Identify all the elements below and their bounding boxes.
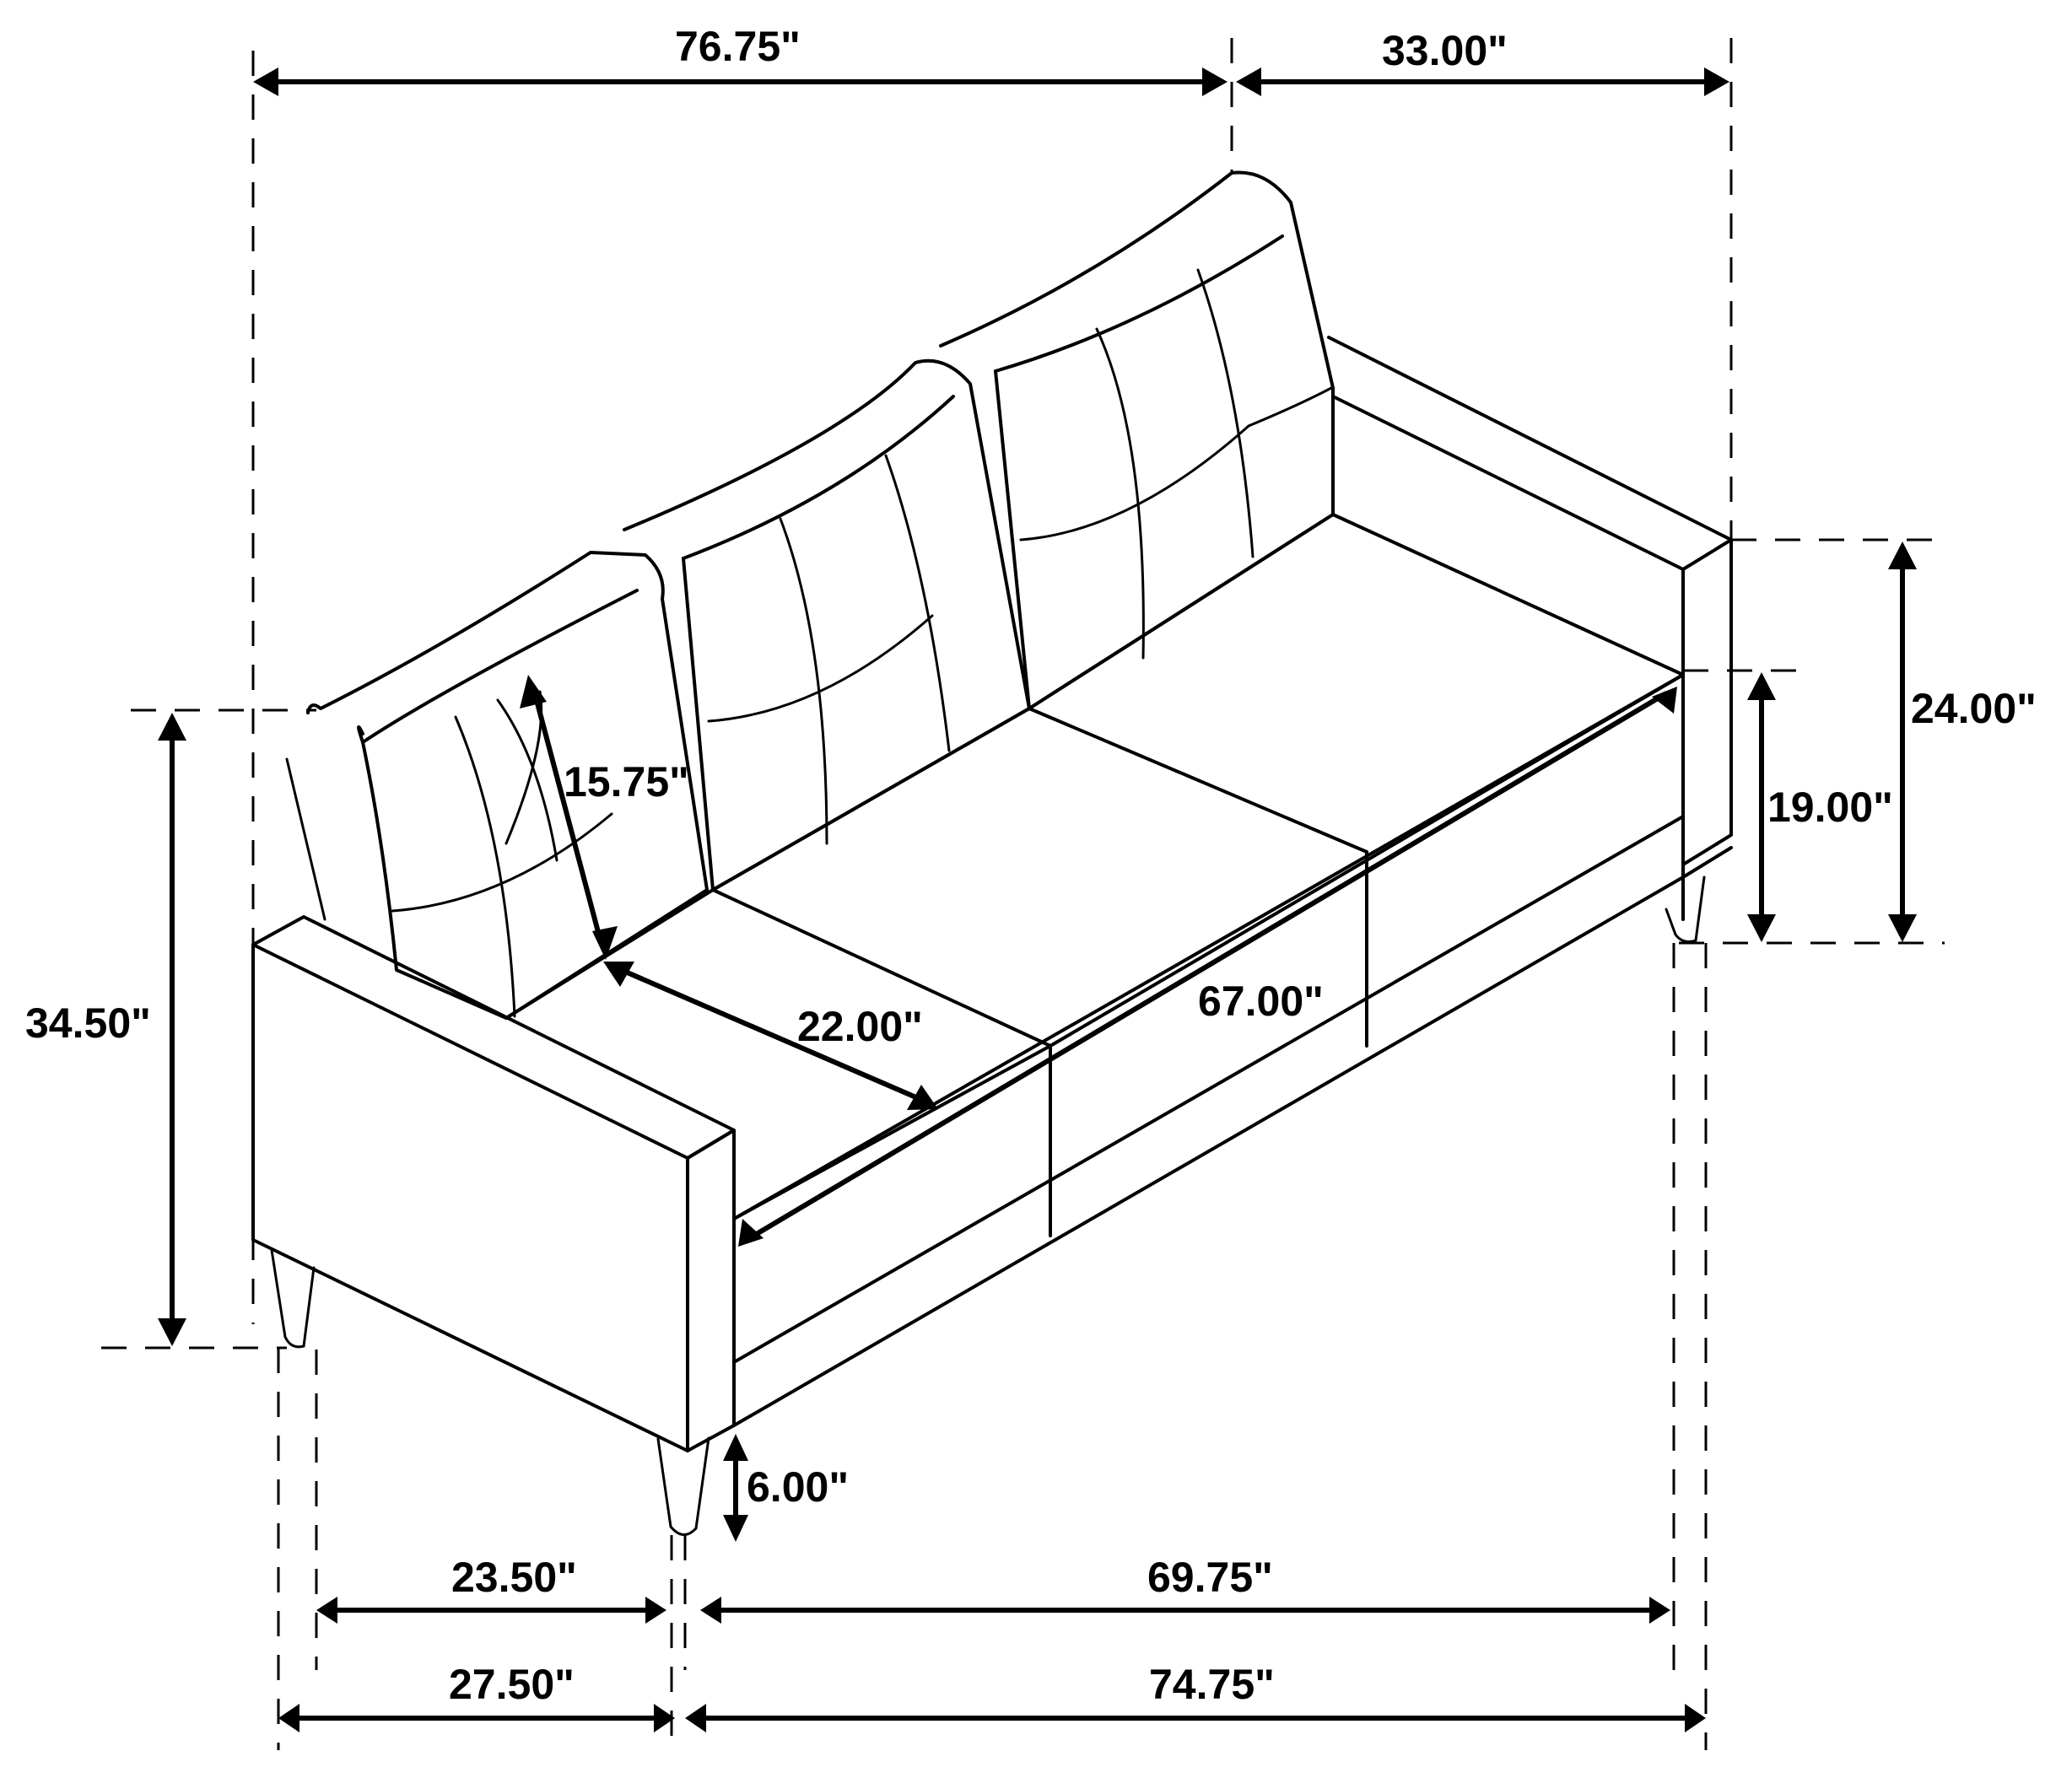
- outer-leg-width-label: 74.75": [1149, 1661, 1275, 1708]
- overall-width-label: 76.75": [675, 23, 801, 70]
- inner-leg-width-label: 69.75": [1147, 1554, 1273, 1601]
- extension-lines: [101, 38, 1945, 1750]
- seat-depth-label: 22.00": [797, 1003, 923, 1050]
- sofa-outline: [251, 170, 1733, 1536]
- dimension-lines: [158, 67, 1917, 1732]
- back-cushions: [285, 170, 1335, 1020]
- arm-height-label: 24.00": [1911, 685, 2037, 732]
- overall-depth-label: 33.00": [1382, 27, 1508, 74]
- outer-leg-depth-label: 27.50": [449, 1661, 575, 1708]
- leg-height-label: 6.00": [747, 1463, 850, 1511]
- inner-leg-depth-label: 23.50": [451, 1554, 577, 1601]
- overall-height-label: 34.50": [25, 999, 151, 1047]
- front-base: [732, 673, 1733, 1427]
- seat-width-label: 67.00": [1198, 978, 1324, 1025]
- back-height-label: 15.75": [564, 758, 689, 805]
- seat-height-label: 19.00": [1767, 784, 1893, 831]
- right-arm: [1327, 336, 1733, 943]
- left-arm: [251, 915, 736, 1536]
